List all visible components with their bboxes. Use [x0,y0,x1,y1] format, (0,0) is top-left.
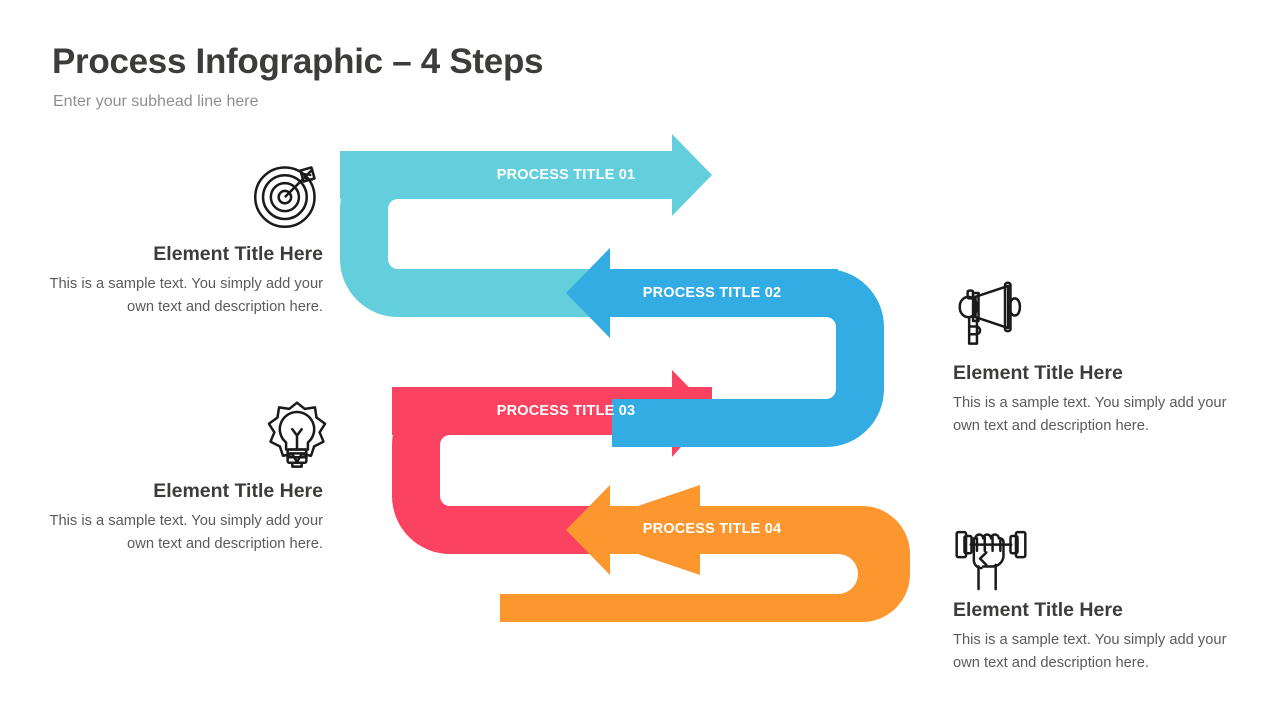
process-bar-1 [340,151,680,199]
element-block-2: Element Title Here This is a sample text… [953,362,1233,438]
element-block-1: Element Title Here This is a sample text… [43,243,323,319]
element-desc-2: This is a sample text. You simply add yo… [953,395,1227,435]
element-title-4: Element Title Here [953,599,1123,621]
process-arrowhead-4 [566,485,610,575]
process-title-1: PROCESS TITLE 01 [496,167,636,183]
lightbulb-icon [258,398,336,476]
element-block-3: Element Title Here This is a sample text… [43,480,323,556]
process-title-4: PROCESS TITLE 04 [642,521,782,537]
element-title-3: Element Title Here [153,480,323,502]
process-title-3: PROCESS TITLE 03 [496,403,636,419]
megaphone-icon [952,275,1030,353]
process-bar-4 [608,506,840,554]
process-arrowhead-1 [672,134,712,216]
process-arrowhead-2 [566,248,610,338]
page-title: Process Infographic – 4 Steps [52,42,544,81]
element-desc-1: This is a sample text. You simply add yo… [49,276,323,316]
element-title-2: Element Title Here [953,362,1123,384]
dumbbell-fist-icon [952,515,1030,593]
element-block-4: Element Title Here This is a sample text… [953,599,1233,675]
element-desc-3: This is a sample text. You simply add yo… [49,513,323,553]
target-arrow-icon [249,155,327,233]
page-subtitle: Enter your subhead line here [53,93,259,110]
element-desc-4: This is a sample text. You simply add yo… [953,632,1227,672]
process-bar-2 [608,269,838,317]
process-title-2: PROCESS TITLE 02 [642,285,782,301]
element-title-1: Element Title Here [153,243,323,265]
